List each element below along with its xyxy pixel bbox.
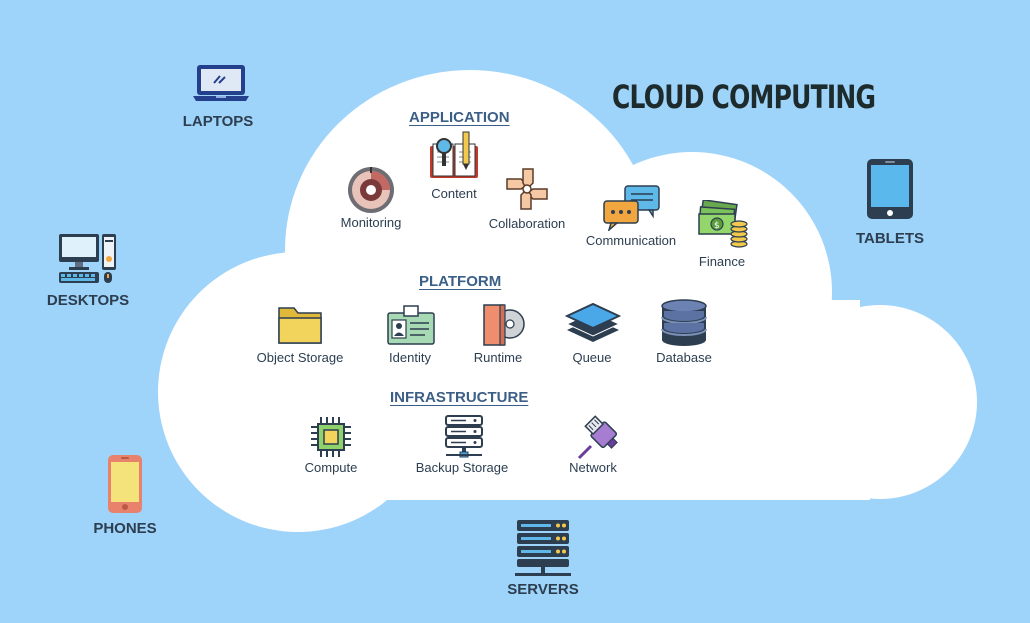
item-identity: Identity <box>389 350 431 365</box>
content-icon <box>430 131 478 178</box>
label-desktops: DESKTOPS <box>46 292 130 309</box>
label-tablets: TABLETS <box>855 230 925 247</box>
item-compute: Compute <box>304 460 358 475</box>
item-network: Network <box>569 460 617 475</box>
chip-icon <box>311 417 351 457</box>
label-laptops: LAPTOPS <box>182 113 254 130</box>
item-database: Database <box>656 350 712 365</box>
layers-icon <box>565 302 621 342</box>
laptop-icon <box>193 65 249 101</box>
database-icon <box>661 299 707 346</box>
label-servers: SERVERS <box>507 581 579 598</box>
page-title: CLOUD COMPUTING <box>612 78 876 116</box>
item-communication: Communication <box>585 233 677 248</box>
item-content: Content <box>431 186 477 201</box>
phone-icon <box>108 455 142 513</box>
section-platform: PLATFORM <box>419 273 502 290</box>
section-infrastructure: INFRASTRUCTURE <box>390 389 529 406</box>
item-collaboration: Collaboration <box>488 216 566 231</box>
id-card-icon <box>387 305 435 345</box>
monitoring-icon <box>348 167 394 213</box>
network-cable-icon <box>577 415 618 460</box>
label-phones: PHONES <box>93 520 157 537</box>
item-monitoring: Monitoring <box>340 215 402 230</box>
servers-icon <box>515 520 571 576</box>
folder-icon <box>278 307 322 344</box>
collaboration-icon <box>506 168 548 210</box>
runtime-icon <box>483 304 525 346</box>
communication-icon <box>603 185 660 231</box>
item-runtime: Runtime <box>473 350 523 365</box>
item-queue: Queue <box>572 350 612 365</box>
desktop-icon <box>59 234 116 283</box>
section-application: APPLICATION <box>409 109 510 126</box>
item-object-storage: Object Storage <box>256 350 344 365</box>
backup-storage-icon <box>445 415 483 458</box>
svg-text:$: $ <box>714 221 720 231</box>
item-finance: Finance <box>698 254 746 269</box>
tablet-icon <box>867 159 913 219</box>
item-backup-storage: Backup Storage <box>415 460 509 475</box>
finance-icon: $ <box>698 200 748 248</box>
